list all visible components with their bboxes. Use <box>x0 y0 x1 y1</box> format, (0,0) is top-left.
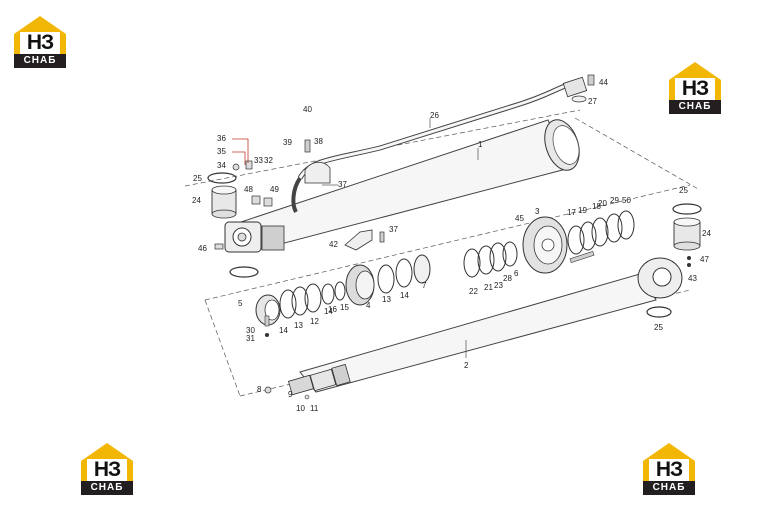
house-icon <box>81 443 133 495</box>
callout-18: 18 <box>592 202 601 211</box>
logo-word: СНАБ <box>678 101 712 112</box>
logo-mark: НЗ <box>655 458 683 481</box>
callout-42: 42 <box>329 240 338 249</box>
callout-43: 43 <box>688 274 697 283</box>
callout-49: 49 <box>270 185 279 194</box>
callout-47: 47 <box>700 255 709 264</box>
logo-mark: НЗ <box>26 31 54 54</box>
callout-26: 26 <box>430 111 439 120</box>
callout-40: 40 <box>303 105 312 114</box>
callout-16: 16 <box>328 305 337 314</box>
callout-2: 2 <box>464 361 469 370</box>
piston-head <box>522 216 595 274</box>
pipe-clamps <box>304 139 385 251</box>
logo-mark: НЗ <box>93 458 121 481</box>
callout-9: 9 <box>288 390 293 399</box>
callout-5: 5 <box>238 299 243 308</box>
callout-36: 36 <box>217 134 226 143</box>
callout-24-left: 24 <box>192 196 201 205</box>
callout-8: 8 <box>257 385 262 394</box>
callout-19: 19 <box>578 206 587 215</box>
callout-28: 28 <box>503 274 512 283</box>
callout-3: 3 <box>535 207 540 216</box>
brand-logo-bottom-left: НЗ СНАБ <box>79 441 135 495</box>
callout-24-right: 24 <box>702 229 711 238</box>
callout-11: 11 <box>310 404 319 413</box>
callout-25-left: 25 <box>193 174 202 183</box>
callout-14-c: 14 <box>400 291 409 300</box>
bushing-right <box>646 203 702 318</box>
callout-38: 38 <box>314 137 323 146</box>
logo-word: СНАБ <box>90 482 124 493</box>
leader-lines-red <box>232 138 249 165</box>
callout-27: 27 <box>588 97 597 106</box>
callout-13-a: 13 <box>294 321 303 330</box>
brand-logo-top-right: НЗ СНАБ <box>667 60 723 114</box>
callout-23: 23 <box>494 281 503 290</box>
callout-25-top-right: 25 <box>679 186 688 195</box>
callout-29: 29 <box>610 196 619 205</box>
callout-17: 17 <box>567 208 576 217</box>
callout-37-bottom: 37 <box>389 225 398 234</box>
callout-44: 44 <box>599 78 608 87</box>
callout-33: 33 <box>254 156 263 165</box>
seal-group-rod <box>255 241 518 326</box>
callout-48: 48 <box>244 185 253 194</box>
callout-1: 1 <box>478 140 483 149</box>
callout-10: 10 <box>296 404 305 413</box>
brand-logo-top-left: НЗ СНАБ <box>12 14 68 68</box>
cylinder-barrel <box>231 119 580 251</box>
callout-25-bottom-right: 25 <box>654 323 663 332</box>
callout-45: 45 <box>515 214 524 223</box>
callout-35: 35 <box>217 147 226 156</box>
callout-7: 7 <box>422 281 427 290</box>
part-callouts: 1 2 3 4 5 6 7 8 9 10 11 12 13 13 14 14 1… <box>192 78 711 413</box>
rod-end-piece <box>264 363 351 400</box>
callout-12: 12 <box>310 317 319 326</box>
logo-word: СНАБ <box>23 55 57 66</box>
callout-14-b: 14 <box>324 307 333 316</box>
callout-50: 50 <box>622 196 631 205</box>
callout-39: 39 <box>283 138 292 147</box>
bushing-left <box>207 172 259 278</box>
callout-34: 34 <box>217 161 226 170</box>
callout-31: 31 <box>246 334 255 343</box>
callout-32: 32 <box>264 156 273 165</box>
callout-13-b: 13 <box>382 295 391 304</box>
brand-logo-bottom-right: НЗ СНАБ <box>641 441 697 495</box>
seal-group-right <box>567 210 635 255</box>
callout-37-top: 37 <box>338 180 347 189</box>
logo-word: СНАБ <box>652 482 686 493</box>
house-icon <box>643 443 695 495</box>
callout-15: 15 <box>340 303 349 312</box>
callout-46: 46 <box>198 244 207 253</box>
small-fittings-left <box>214 160 273 250</box>
callout-4: 4 <box>366 301 371 310</box>
house-icon <box>669 62 721 114</box>
barrel-head-end <box>224 221 285 253</box>
callout-22: 22 <box>469 287 478 296</box>
callout-30: 30 <box>246 326 255 335</box>
callout-14-a: 14 <box>279 326 288 335</box>
callout-21: 21 <box>484 283 493 292</box>
leader-lines <box>322 118 479 358</box>
callout-6: 6 <box>514 269 519 278</box>
callout-20: 20 <box>598 199 607 208</box>
house-icon <box>14 16 66 68</box>
logo-mark: НЗ <box>681 77 709 100</box>
small-fittings-rod <box>264 315 270 337</box>
